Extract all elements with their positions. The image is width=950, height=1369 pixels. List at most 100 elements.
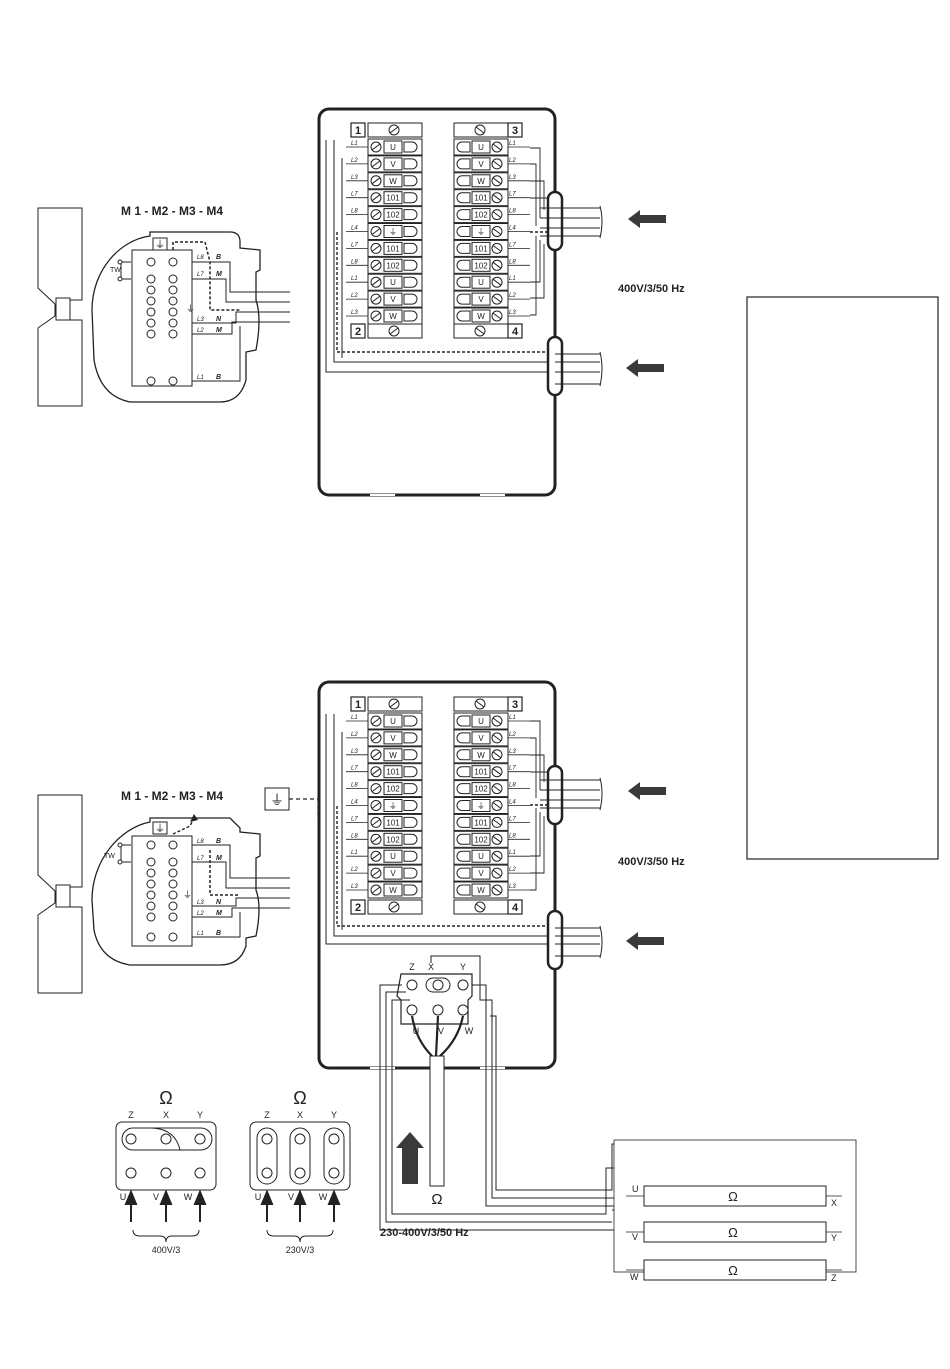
wire-label: L7 (351, 242, 358, 248)
terminal-row: L4 ⏚ (345, 223, 423, 240)
motor-mark: B (216, 254, 221, 261)
ground-mark-icon: ⏚ (183, 890, 192, 900)
terminal-label: 101 (474, 818, 488, 827)
terminal-block-right: 3 4 L1UL2VL3WL7101L8102L4⏚L7101L8102L1UL… (453, 696, 531, 915)
wire-label: L2 (351, 867, 358, 873)
supply-label: 400V/3/50 Hz (618, 856, 685, 868)
motor-wires (192, 844, 290, 938)
wire-label: L8 (509, 783, 516, 789)
terminal-label: V (478, 295, 484, 304)
terminal-block-right: 3 4 L1UL2VL3WL7101L8102L4⏚L7101L8102L1UL… (453, 122, 531, 339)
motor-wire-label: L1 (197, 931, 204, 937)
notes-box (746, 296, 939, 860)
star-config: Ω Z X Y U V W 400V/3 (115, 1088, 217, 1255)
wire-label: L3 (351, 749, 358, 755)
wire-label: L8 (351, 209, 358, 215)
terminal-label: ⏚ (477, 802, 485, 811)
wire-label: L1 (509, 850, 516, 856)
terminal-row: L2V (453, 290, 531, 308)
svg-text:W: W (630, 1272, 639, 1282)
wire-label: L3 (509, 749, 516, 755)
tw-label: TW (104, 853, 115, 860)
cable-entry-arrow-icon (626, 359, 664, 377)
terminal-label: ⏚ (477, 228, 485, 237)
svg-text:Ω: Ω (728, 1263, 738, 1278)
terminal-label: 101 (474, 768, 488, 777)
terminal-label: U (390, 852, 396, 861)
cable-gland (546, 335, 564, 397)
svg-text:Z: Z (128, 1110, 134, 1120)
motor-terminal-board (131, 835, 193, 947)
wire-label: L8 (351, 833, 358, 839)
wire-label: L3 (509, 175, 516, 181)
terminal-label: U (478, 143, 484, 152)
wire-label: L3 (509, 884, 516, 890)
terminal-label: V (390, 160, 396, 169)
svg-text:Y: Y (331, 1110, 337, 1120)
supply-label: 400V/3/50 Hz (618, 283, 685, 295)
terminal-label: V (390, 734, 396, 743)
wire-label: L7 (509, 192, 516, 198)
motor-mark: N (216, 899, 222, 906)
terminal-label: 101 (386, 244, 400, 253)
control-enclosure (317, 107, 557, 497)
fan-blade-icon (37, 794, 83, 994)
terminal-label: W (389, 751, 397, 760)
motor-wires (172, 241, 290, 382)
terminal-label: U (390, 717, 396, 726)
terminal-label: ⏚ (389, 802, 397, 811)
motor-wire-label: L3 (197, 317, 204, 323)
svg-text:⏚: ⏚ (155, 823, 165, 835)
cable-gland (546, 909, 564, 971)
motor-windings: Ω Ω Ω U V W X Y Z (613, 1139, 857, 1283)
cable-entry-arrow-icon (628, 782, 666, 800)
wire-label: L4 (351, 226, 358, 232)
wire-label: L3 (351, 175, 358, 181)
terminal-label: W (477, 886, 485, 895)
svg-text:Z: Z (831, 1273, 837, 1283)
motor-terminal-screws (146, 257, 178, 386)
svg-text:⏚: ⏚ (270, 792, 284, 808)
terminal-row: L8 102 (345, 206, 423, 224)
motor-wire-label: L2 (197, 328, 204, 334)
block-number: 3 (512, 125, 518, 137)
terminal-label: U (478, 278, 484, 287)
terminal-label: V (478, 160, 484, 169)
diagram-2: M 1 - M2 - M3 - M4 ⏚ ⏚ TW ⏚ (37, 680, 849, 1261)
mains-label: 230-400V/3/50 Hz (380, 1227, 469, 1239)
wire-label: L8 (509, 259, 516, 265)
terminal-label: 101 (386, 194, 400, 203)
terminal-row: L1U (453, 712, 531, 730)
wire-label: L1 (509, 715, 516, 721)
svg-text:Ω: Ω (159, 1088, 172, 1108)
cable-gland (546, 190, 564, 252)
terminal-label: V (478, 734, 484, 743)
fan-blade-icon (37, 207, 83, 407)
terminal-label: 101 (474, 244, 488, 253)
ground-icon (152, 237, 168, 251)
motor-wire-label: L1 (197, 375, 204, 381)
wire-label: L3 (509, 310, 516, 316)
svg-text:Z: Z (264, 1110, 270, 1120)
svg-text:V: V (153, 1192, 159, 1202)
terminal-label: 102 (386, 211, 400, 220)
block-number: 4 (512, 902, 519, 914)
svg-text:V: V (288, 1192, 294, 1202)
terminal-label: 102 (474, 261, 488, 270)
wire-label: L1 (351, 276, 358, 282)
ground-mark-icon: ⏚ (186, 304, 195, 314)
svg-text:Y: Y (831, 1233, 837, 1243)
wire-label: L4 (351, 800, 358, 806)
terminal-label: U (478, 852, 484, 861)
terminal-label: ⏚ (389, 228, 397, 237)
